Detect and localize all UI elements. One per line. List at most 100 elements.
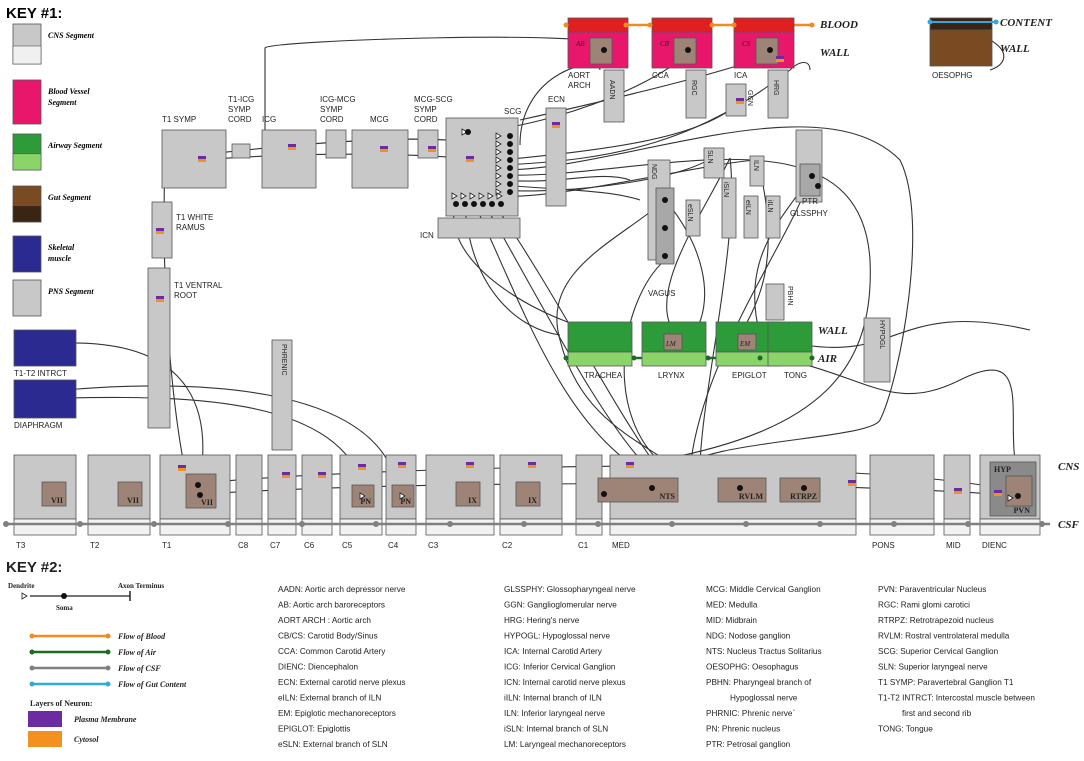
flow-key-label: Flow of CSF: [117, 664, 161, 673]
soma: [453, 201, 459, 207]
vessel-lumen: [567, 17, 629, 33]
flow-key-node: [29, 649, 35, 655]
cytosol-marker: [178, 468, 186, 471]
ganglion-ptr: [799, 163, 821, 197]
nucleus-label: VII: [201, 498, 213, 507]
abbreviation-entry: PN: Phrenic nucleus: [706, 725, 780, 734]
cns-segment-label: PONS: [872, 541, 895, 550]
soma: [507, 141, 513, 147]
plasma-membrane-marker: [358, 464, 366, 467]
receptor-label: CS: [742, 40, 751, 48]
cytosol-marker: [380, 149, 388, 152]
ganglion-label: CORD: [320, 115, 344, 124]
ganglion-label: NDG: [650, 164, 657, 180]
ganglion-scg: [445, 117, 519, 217]
receptor-label: LM: [665, 340, 677, 348]
abbreviation-entry: PTR: Petrosal ganglion: [706, 740, 791, 749]
flow-key-node: [105, 665, 111, 671]
abbreviation-entry: AB: Aortic arch baroreceptors: [278, 601, 385, 610]
nerve-esln: [685, 199, 701, 237]
cytosol-marker: [288, 147, 296, 150]
csf-band: [267, 518, 297, 536]
abbreviation-entry: ECN: External carotid nerve plexus: [278, 678, 405, 687]
receptor-label: AB: [575, 40, 585, 48]
plasma-membrane-marker: [848, 480, 856, 483]
csf-node: [225, 521, 231, 527]
plasma-membrane-marker: [380, 146, 388, 149]
fiber-scg-vagus: [501, 175, 631, 182]
cytosol-marker: [954, 491, 962, 494]
dendrite: [495, 180, 502, 188]
cns-segment-label: T3: [16, 541, 26, 550]
abbreviation-entry: EM: Epiglotic mechanoreceptors: [278, 709, 396, 718]
cns-segment-label: T1: [162, 541, 172, 550]
muscle-diaphragm: [13, 379, 77, 419]
plasma-membrane-marker: [466, 462, 474, 465]
ganglion-label: T1 SYMP: [162, 115, 196, 124]
csf-band: [979, 518, 1041, 536]
abbreviation-entry: RVLM: Rostral ventrolateral medulla: [878, 632, 1010, 641]
plasma-membrane-marker: [156, 296, 164, 299]
key1-swatch: [12, 279, 42, 317]
air-node: [757, 355, 763, 361]
abbreviation-entry: MCG: Middle Cervical Ganglion: [706, 585, 821, 594]
airway-wall: [567, 321, 633, 353]
cytosol-marker: [552, 125, 560, 128]
cytosol-swatch: [28, 731, 62, 747]
abbreviation-entry: DIENC: Diencephalon: [278, 663, 359, 672]
air-node: [809, 355, 815, 361]
csf-band: [385, 518, 417, 536]
key1-swatch-band: [12, 153, 42, 171]
fiber-icn-nts: [474, 204, 641, 471]
csf-band: [943, 518, 971, 536]
pvn-label: PVN: [1014, 506, 1031, 515]
layers-title: Layers of Neuron:: [30, 699, 93, 708]
ganglion-mcg: [351, 129, 409, 189]
fiber-ndg-nts: [556, 199, 681, 471]
vessel-label: AORT: [568, 71, 590, 80]
plexus-ecn: [545, 107, 567, 207]
soma: [471, 201, 477, 207]
csf-node: [3, 521, 9, 527]
plasma-membrane-marker: [994, 490, 1002, 493]
soma: [197, 492, 203, 498]
flow-key-label: Flow of Air: [117, 648, 157, 657]
nerve-sln: [703, 147, 725, 179]
cns-segment-mid: [943, 454, 971, 520]
flow-key-node: [29, 665, 35, 671]
cns-segment-c8: [235, 454, 263, 520]
soma: [767, 47, 773, 53]
nucleus-rtrpz: [779, 477, 821, 503]
soma: [507, 181, 513, 187]
nucleus-vii: [117, 481, 143, 507]
ganglion-label: PBHN: [786, 286, 793, 305]
receptor-lm: [663, 333, 683, 351]
csf-band: [87, 518, 151, 536]
ganglion-label: SYMP: [320, 105, 343, 114]
csf-band: [13, 518, 77, 536]
soma: [195, 482, 201, 488]
ganglion-label: MCG: [370, 115, 389, 124]
abbreviation-entry: PBHN: Pharyngeal branch of: [706, 678, 812, 687]
layer-label: Cytosol: [74, 735, 99, 744]
abbreviation-entry: first and second rib: [902, 709, 972, 718]
cytosol-marker: [736, 101, 744, 104]
nerve-isln: [721, 177, 737, 239]
soma: [809, 173, 815, 179]
cord-mcg-scg: [417, 129, 439, 159]
abbreviation-entry: SCG: Superior Cervical Ganglion: [878, 647, 999, 656]
muscle-intrct: [13, 329, 77, 367]
csf-band: [159, 518, 231, 536]
receptor-label: EM: [739, 340, 751, 348]
airway-label: TONG: [784, 371, 807, 380]
plasma-membrane-marker: [736, 98, 744, 101]
vessel-lumen: [733, 17, 795, 33]
gut-node: [927, 19, 933, 25]
abbreviation-entry: EPIGLOT: Epiglottis: [278, 725, 350, 734]
plasma-membrane-marker: [178, 465, 186, 468]
plasma-membrane-marker: [776, 56, 784, 59]
dendrite: [487, 192, 494, 200]
soma: [507, 133, 513, 139]
soma: [498, 201, 504, 207]
cytosol-marker: [156, 299, 164, 302]
